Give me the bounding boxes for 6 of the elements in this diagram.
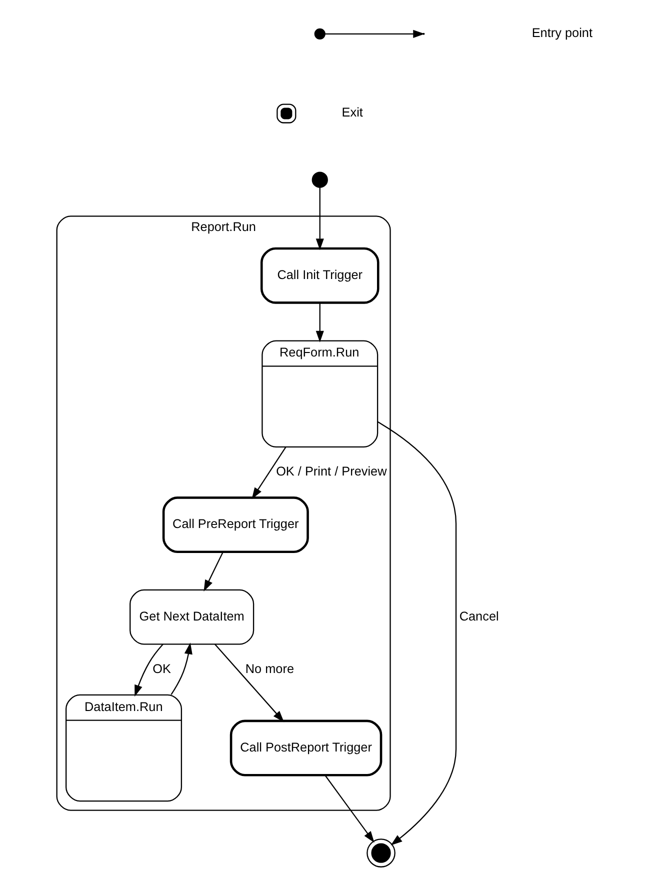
edge-label: No more xyxy=(245,662,294,676)
legend-label: Exit xyxy=(342,106,363,120)
edge-label: OK / Print / Preview xyxy=(276,464,387,479)
edge-label: Cancel xyxy=(459,609,499,624)
edge-label: OK xyxy=(152,662,171,676)
legend-label: Entry point xyxy=(532,26,592,40)
